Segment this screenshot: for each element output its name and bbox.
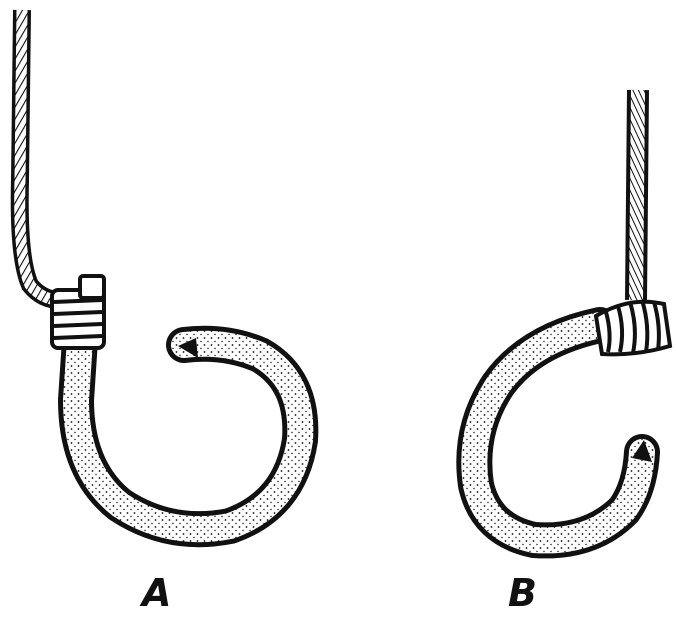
wrap-b (596, 300, 670, 354)
line-a (20, 10, 60, 300)
line-b (636, 90, 638, 300)
label-b: B (508, 574, 537, 612)
hook-a (76, 338, 300, 529)
hook-a-group (20, 10, 301, 529)
label-a: A (142, 574, 171, 612)
hook-b (474, 325, 652, 540)
wrap-a (52, 276, 104, 348)
hook-b-group (474, 90, 670, 540)
